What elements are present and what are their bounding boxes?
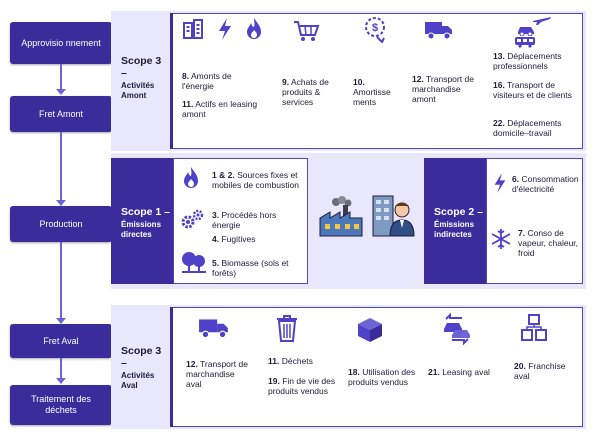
item-7-vapeur: 7. Conso de vapeur, chaleur, froid	[518, 228, 579, 258]
bus-icon	[515, 37, 535, 48]
item-1-2-combustion: 1 & 2. Sources fixes et mobiles de combu…	[212, 170, 299, 190]
box-icon	[358, 318, 382, 342]
stage-label: Fret Aval	[43, 335, 79, 346]
item-11-actifs-leasing-amont: 11. Actifs en leasing amont	[182, 99, 258, 119]
snowflake-icon	[491, 229, 511, 249]
item-12-transport-aval: 12. Transport de marchandise aval	[186, 359, 248, 389]
item-5-biomasse: 5. Biomasse (sols et forêts)	[212, 258, 289, 278]
scope1-title: Scope 1 – Émissions directes	[121, 206, 171, 239]
flow-arrow	[56, 378, 66, 384]
scope3-amont-accent	[170, 13, 173, 149]
item-12-transport-amont: 12. Transport de marchandise amont	[412, 74, 474, 104]
item-4-fugitives: 4. Fugitives	[212, 234, 256, 244]
flow-line	[60, 64, 62, 91]
shopping-cart-icon	[294, 21, 320, 41]
stage-fret-amont: Fret Amont	[10, 96, 112, 132]
office-worker-icon	[372, 195, 415, 237]
lightning-icon	[219, 18, 231, 40]
flow-line	[60, 132, 62, 202]
item-9-achats-produits: 9. Achats de produits & services	[282, 77, 329, 107]
gears-icon	[181, 209, 204, 229]
stage-approvisionnement: Approvisio nnement	[10, 22, 112, 64]
item-22-domicile-travail: 22. Déplacements domicile–travail	[493, 118, 562, 138]
item-20-franchise-aval: 20. Franchise aval	[514, 361, 566, 381]
franchise-icon	[521, 314, 547, 341]
scope1-header: Scope 1 – Émissions directes	[111, 158, 173, 284]
car-icon	[518, 27, 534, 36]
stage-production: Production	[10, 206, 112, 242]
truck-icon	[425, 22, 452, 40]
item-16-transport-visiteurs: 16. Transport de visiteurs et de clients	[493, 80, 572, 100]
plane-icon	[533, 17, 551, 25]
scope2-box	[486, 158, 583, 284]
scope2-header: Scope 2 – Émissions indirectes	[424, 158, 486, 284]
scope1-subtitle: Émissions directes	[121, 220, 162, 239]
flow-arrow	[56, 200, 66, 206]
item-18-utilisation-produits: 18. Utilisation des produits vendus	[348, 367, 416, 387]
stage-fret-aval: Fret Aval	[10, 324, 112, 358]
stage-label: Production	[39, 218, 83, 229]
scope2-title: Scope 2 – Émissions indirectes	[434, 206, 486, 240]
item-11-dechets: 11. Déchets	[268, 356, 313, 366]
scope3-amont-title: Scope 3 – Activités Amont	[121, 55, 169, 101]
trees-icon	[182, 252, 206, 273]
item-6-electricite: 6. Consommation d'électricité	[512, 174, 579, 194]
leasing-cars-icon	[444, 313, 470, 345]
item-19-fin-de-vie: 19. Fin de vie des produits vendus	[268, 376, 336, 396]
scope3-aval-accent	[170, 307, 173, 427]
item-8-amonts-energie: 8. Amonts de l'énergie	[182, 71, 232, 91]
svg-text:$: $	[372, 22, 378, 34]
stage-label: Fret Amont	[38, 108, 83, 119]
factory-icon	[319, 196, 363, 237]
flow-line	[60, 242, 62, 320]
item-3-procedes: 3. Procédés hors énergie	[212, 210, 277, 230]
scope3-amont-subtitle: Activités Amont	[121, 81, 155, 100]
flow-arrow	[56, 89, 66, 95]
truck-icon	[199, 319, 228, 339]
scope2-subtitle: Émissions indirectes	[434, 220, 475, 239]
stage-traitement-dechets: Traitement des déchets	[10, 385, 112, 425]
item-13-deplacements-pro: 13. Déplacements professionnels	[493, 51, 562, 71]
depreciation-icon: $	[365, 17, 385, 43]
flame-icon	[247, 18, 261, 39]
building-icon	[183, 19, 203, 39]
item-21-leasing-aval: 21. Leasing aval	[428, 367, 490, 377]
stage-label: Approvisio nnement	[21, 37, 101, 48]
item-10-amortissements: 10. Amortisse ments	[353, 77, 391, 107]
scope3-aval-subtitle: Activités Aval	[121, 371, 155, 390]
stage-label: Traitement des déchets	[31, 394, 91, 415]
scope3-aval-title: Scope 3 – Activités Aval	[121, 345, 169, 391]
flame-icon	[184, 167, 198, 188]
lightning-icon	[494, 173, 506, 193]
flow-arrow	[56, 318, 66, 324]
trash-icon	[277, 315, 297, 342]
flow-line	[60, 358, 62, 380]
